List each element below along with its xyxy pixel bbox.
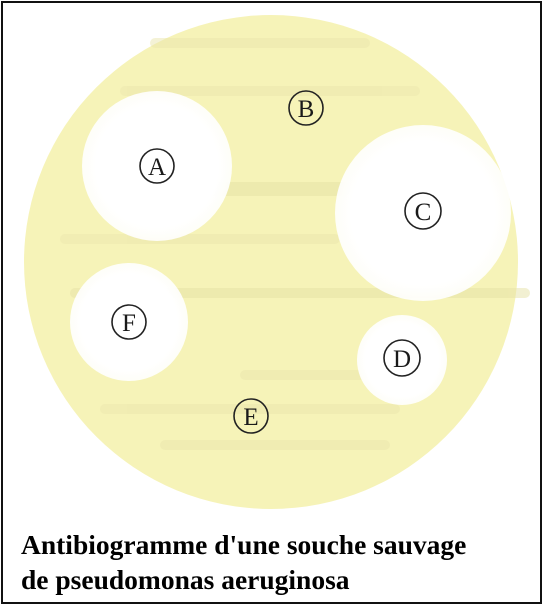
disk-b-label: B xyxy=(298,96,315,123)
caption-line-2: de pseudomonas aeruginosa xyxy=(21,562,531,597)
petri-dish-diagram: A B C D E F xyxy=(0,0,547,520)
disk-d-label: D xyxy=(393,346,411,373)
figure-caption: Antibiogramme d'une souche sauvage de ps… xyxy=(21,527,531,597)
disk-c-label: C xyxy=(415,199,432,226)
disk-a-label: A xyxy=(148,154,166,181)
disk-f-label: F xyxy=(122,310,136,337)
caption-line-1: Antibiogramme d'une souche sauvage xyxy=(21,527,531,562)
disk-e-label: E xyxy=(243,404,258,431)
